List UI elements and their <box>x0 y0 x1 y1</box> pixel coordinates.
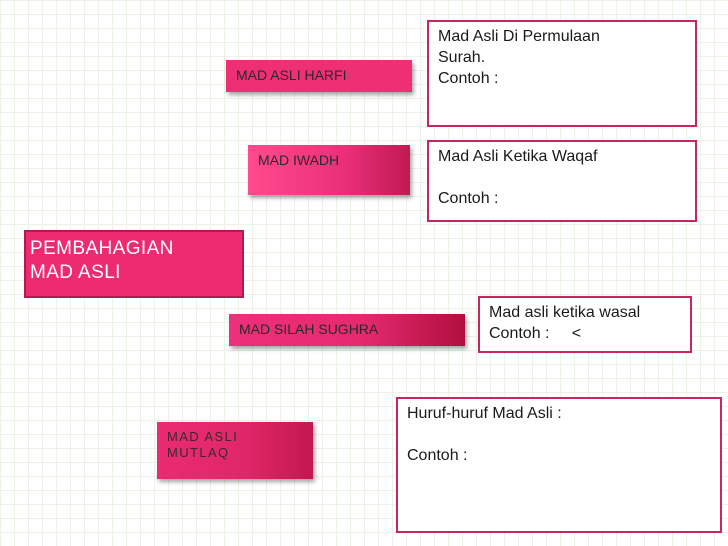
description-box-mutlaq: Huruf-huruf Mad Asli : Contoh : <box>396 397 722 533</box>
category-label-line-1: MAD ASLI <box>167 429 239 444</box>
category-label: MAD ASLI HARFI <box>236 67 347 83</box>
root-title-line-2: MAD ASLI <box>30 262 121 283</box>
description-example-label: Contoh : <box>438 70 499 87</box>
description-box-iwadh: Mad Asli Ketika Waqaf Contoh : <box>427 140 697 222</box>
root-title-line-1: PEMBAHAGIAN <box>30 238 174 259</box>
description-example-label: Contoh : <box>438 190 499 207</box>
category-mad-iwadh: MAD IWADH <box>248 145 410 195</box>
description-line: Mad Asli Di Permulaan <box>438 28 600 45</box>
description-example-label: Contoh : <box>407 447 468 464</box>
description-line: Mad asli ketika wasal <box>489 304 641 321</box>
category-mad-silah-sughra: MAD SILAH SUGHRA <box>229 314 465 346</box>
category-mad-asli-harfi: MAD ASLI HARFI <box>226 60 412 92</box>
category-label-line-2: MUTLAQ <box>167 445 230 460</box>
description-box-harfi: Mad Asli Di Permulaan Surah. Contoh : <box>427 20 697 127</box>
description-line: Huruf-huruf Mad Asli : <box>407 405 562 422</box>
category-mad-asli-mutlaq: MAD ASLI MUTLAQ <box>157 422 313 479</box>
root-node-pembahagian-mad-asli: PEMBAHAGIAN MAD ASLI <box>24 230 244 298</box>
category-label: MAD SILAH SUGHRA <box>239 321 379 337</box>
description-box-silah: Mad asli ketika wasal Contoh : < <box>478 296 692 353</box>
description-line: Surah. <box>438 49 486 66</box>
description-example-label: Contoh : < <box>489 325 582 342</box>
category-label: MAD IWADH <box>258 152 340 168</box>
description-line: Mad Asli Ketika Waqaf <box>438 148 598 165</box>
